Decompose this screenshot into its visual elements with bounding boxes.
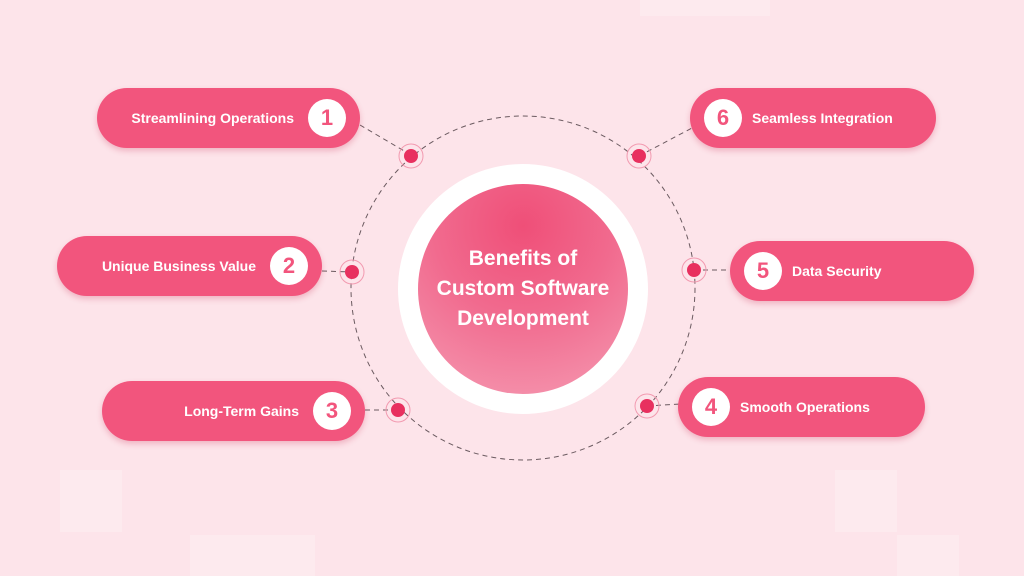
background-square xyxy=(190,535,315,576)
benefit-label-3: Long-Term Gains xyxy=(184,403,299,419)
benefit-number-4: 4 xyxy=(692,388,730,426)
background-square xyxy=(897,535,959,576)
connector-dot-5 xyxy=(681,257,707,283)
center-hub: Benefits of Custom Software Development xyxy=(418,184,628,394)
benefit-number-3: 3 xyxy=(313,392,351,430)
connector-dot-4 xyxy=(634,393,660,419)
benefit-pill-4: 4 Smooth Operations xyxy=(678,377,925,437)
benefit-pill-5: 5 Data Security xyxy=(730,241,974,301)
background-square xyxy=(835,470,897,532)
center-title: Benefits of Custom Software Development xyxy=(436,247,610,330)
benefit-label-1: Streamlining Operations xyxy=(131,110,294,126)
benefit-label-5: Data Security xyxy=(792,263,882,279)
benefit-number-2: 2 xyxy=(270,247,308,285)
benefit-pill-3: Long-Term Gains 3 xyxy=(102,381,365,441)
benefit-label-6: Seamless Integration xyxy=(752,110,893,126)
connector-dot-3 xyxy=(385,397,411,423)
benefit-number-6: 6 xyxy=(704,99,742,137)
connector-dot-2 xyxy=(339,259,365,285)
benefit-number-1: 1 xyxy=(308,99,346,137)
benefit-label-4: Smooth Operations xyxy=(740,399,870,415)
benefit-label-2: Unique Business Value xyxy=(101,258,256,274)
connector-dot-1 xyxy=(398,143,424,169)
benefit-number-5: 5 xyxy=(744,252,782,290)
connector-dot-6 xyxy=(626,143,652,169)
dashed-orbit-circle xyxy=(350,115,696,461)
benefit-pill-6: 6 Seamless Integration xyxy=(690,88,936,148)
background-square xyxy=(640,0,770,16)
connector-line-1 xyxy=(359,124,412,156)
benefit-pill-2: Unique Business Value 2 xyxy=(57,236,322,296)
connector-line-6 xyxy=(638,127,693,157)
background-square xyxy=(60,470,122,532)
connector-line-4 xyxy=(646,403,681,407)
benefit-pill-1: Streamlining Operations 1 xyxy=(97,88,360,148)
